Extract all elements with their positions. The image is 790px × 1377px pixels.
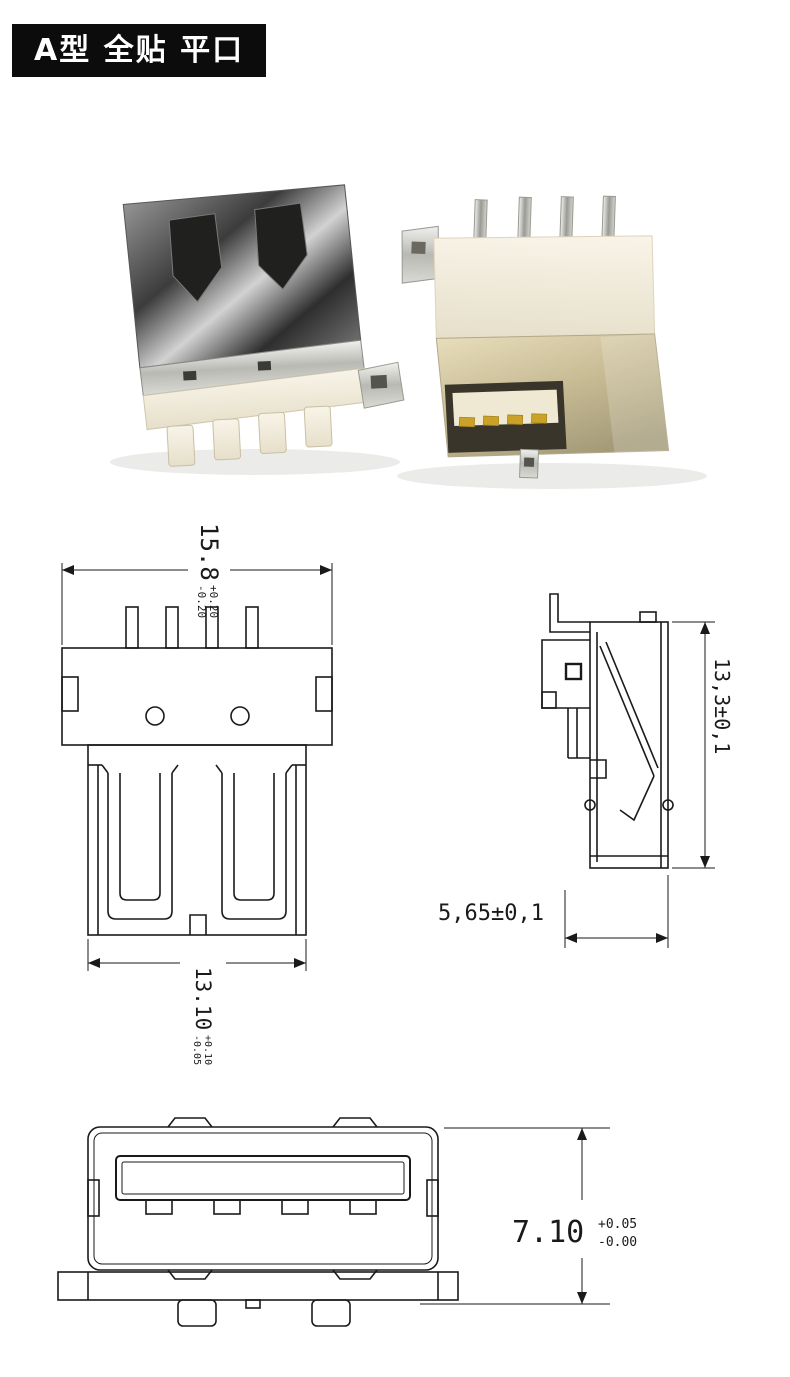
plastic-body — [433, 235, 656, 339]
dim-face-height-value: 7.10 — [512, 1215, 584, 1250]
dim-width-bottom-tol-lower: -0.05 — [191, 1035, 202, 1065]
dim-width-top-value: 15.8 — [195, 523, 223, 581]
dim-side-height-value: 13,3±0,1 — [710, 658, 734, 754]
shell-hole-2 — [257, 360, 272, 371]
shell-highlight — [600, 333, 669, 453]
dim-width-top-tol-upper: +0.20 — [207, 585, 220, 618]
dim-face-height-tol-upper: +0.05 — [598, 1217, 637, 1232]
photo-shadow-left — [110, 449, 400, 475]
photo-right-connector — [401, 195, 670, 479]
product-photos — [110, 184, 707, 489]
dimension-width-bottom: 13.10 +0.10 -0.05 — [87, 939, 307, 1065]
dimension-side-depth: 5,65±0,1 — [438, 875, 669, 948]
solder-pins — [473, 195, 616, 247]
dimension-side-height: 13,3±0,1 — [672, 621, 734, 869]
dimension-width-top: 15.8 +0.20 -0.20 — [61, 523, 333, 645]
center-tab-hole — [523, 457, 535, 467]
face-view-outline — [57, 1117, 459, 1327]
front-view-outline — [61, 606, 333, 936]
photo-left-connector — [122, 184, 405, 467]
shell-hole-1 — [183, 370, 197, 381]
dim-width-bottom-tol-upper: +0.10 — [202, 1035, 213, 1065]
shell-top-face — [122, 184, 362, 369]
dim-face-height-tol-lower: -0.00 — [598, 1235, 637, 1250]
shell-cutout-right — [254, 202, 308, 290]
side-view-outline — [541, 593, 674, 869]
dim-width-bottom-value: 13.10 — [191, 967, 215, 1030]
shell-cutout-left — [168, 213, 223, 303]
dim-width-top-tol-lower: -0.20 — [195, 585, 208, 618]
dim-side-depth-value: 5,65±0,1 — [438, 901, 544, 926]
plastic-legs — [166, 405, 333, 467]
face-view-drawing: 7.10 +0.05 -0.00 — [57, 1117, 637, 1327]
bracket-hole — [370, 374, 388, 389]
side-view-drawing: 13,3±0,1 5,65±0,1 — [438, 593, 734, 948]
bracket-hole-2 — [411, 241, 426, 254]
gold-contacts — [458, 413, 548, 428]
front-view-drawing: 15.8 +0.20 -0.20 — [61, 523, 333, 1065]
dimension-face-height: 7.10 +0.05 -0.00 — [420, 1127, 637, 1305]
photo-shadow-right — [397, 463, 707, 489]
page-title: A型 全贴 平口 — [12, 24, 267, 77]
